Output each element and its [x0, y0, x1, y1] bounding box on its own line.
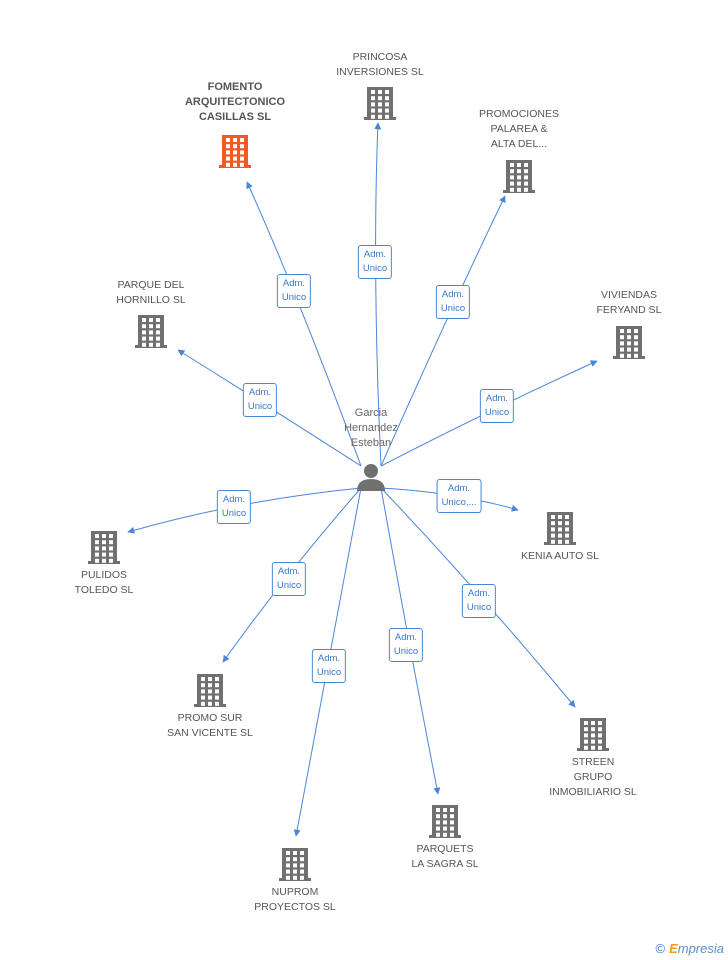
building-icon-viviendas: [613, 326, 645, 359]
role-label-parquets[interactable]: Adm. Unico: [388, 628, 424, 662]
company-label-parquets[interactable]: PARQUETS LA SAGRA SL: [411, 843, 479, 870]
role-label-promosur[interactable]: Adm. Unico: [271, 562, 307, 596]
company-label-promosur[interactable]: PROMO SUR SAN VICENTE SL: [167, 712, 253, 739]
brand-initial: E: [669, 941, 678, 956]
role-label-kenia[interactable]: Adm. Unico,...: [436, 479, 482, 513]
building-icon-nuprom: [279, 848, 311, 881]
brand-name: mpresia: [677, 941, 724, 956]
edge-princosa: [374, 122, 382, 467]
building-icon-fomento: [219, 135, 251, 168]
building-icon-parquets: [429, 805, 461, 838]
building-icon-streen: [577, 718, 609, 751]
copyright-symbol: ©: [655, 941, 666, 956]
role-label-pulidos[interactable]: Adm. Unico: [216, 490, 252, 524]
edge-fomento: [246, 181, 362, 467]
person-icon: [357, 464, 385, 491]
building-icon-promociones: [503, 160, 535, 193]
icons-layer: [88, 87, 645, 881]
role-label-nuprom[interactable]: Adm. Unico: [311, 649, 347, 683]
role-label-viviendas[interactable]: Adm. Unico: [479, 389, 515, 423]
company-label-pulidos[interactable]: PULIDOS TOLEDO SL: [74, 569, 134, 596]
company-label-princosa[interactable]: PRINCOSA INVERSIONES SL: [336, 51, 424, 78]
company-label-kenia[interactable]: KENIA AUTO SL: [520, 550, 600, 562]
building-icon-parque: [135, 315, 167, 348]
role-label-parque[interactable]: Adm. Unico: [242, 383, 278, 417]
company-label-nuprom[interactable]: NUPROM PROYECTOS SL: [254, 886, 336, 913]
brand-footer: ©Empresia: [655, 941, 724, 956]
building-icon-pulidos: [88, 531, 120, 564]
company-label-streen[interactable]: STREEN GRUPO INMOBILIARIO SL: [549, 756, 637, 798]
edge-promociones: [380, 195, 506, 467]
company-label-parque[interactable]: PARQUE DEL HORNILLO SL: [116, 279, 186, 306]
company-label-fomento[interactable]: FOMENTO ARQUITECTONICO CASILLAS SL: [184, 81, 286, 123]
building-icon-kenia: [544, 512, 576, 545]
building-icon-promosur: [194, 674, 226, 707]
company-label-promociones[interactable]: PROMOCIONES PALAREA & ALTA DEL...: [479, 108, 559, 150]
company-label-viviendas[interactable]: VIVIENDAS FERYAND SL: [596, 289, 662, 316]
person-name[interactable]: Garcia Hernandez Esteban: [344, 407, 398, 449]
building-icon-princosa: [364, 87, 396, 120]
role-label-promociones[interactable]: Adm. Unico: [435, 285, 471, 319]
role-label-fomento[interactable]: Adm. Unico: [276, 274, 312, 308]
role-label-streen[interactable]: Adm. Unico: [461, 584, 497, 618]
role-label-princosa[interactable]: Adm. Unico: [357, 245, 393, 279]
